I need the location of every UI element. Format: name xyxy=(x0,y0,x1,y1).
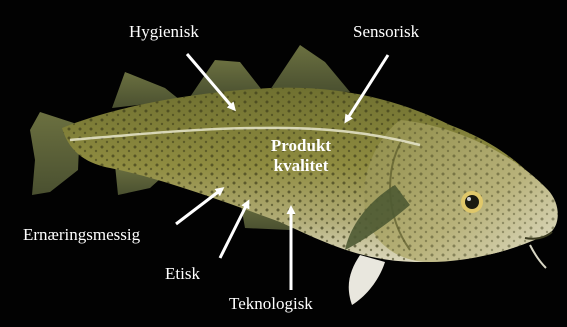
pelvic-fin xyxy=(349,255,385,305)
center-label-product-quality: Produkt kvalitet xyxy=(246,136,356,176)
label-sensorisk: Sensorisk xyxy=(353,23,419,40)
arrow-etisk xyxy=(220,202,248,258)
barbel xyxy=(530,245,546,268)
center-label-line1: Produkt xyxy=(246,136,356,156)
dorsal-fin-3 xyxy=(270,45,350,92)
label-teknologisk: Teknologisk xyxy=(229,295,313,312)
center-label-line2: kvalitet xyxy=(246,156,356,176)
label-hygienisk: Hygienisk xyxy=(129,23,199,40)
label-etisk: Etisk xyxy=(165,265,200,282)
arrow-ernaeringsmessig xyxy=(176,189,222,224)
label-ernaeringsmessig: Ernæringsmessig xyxy=(23,226,140,243)
